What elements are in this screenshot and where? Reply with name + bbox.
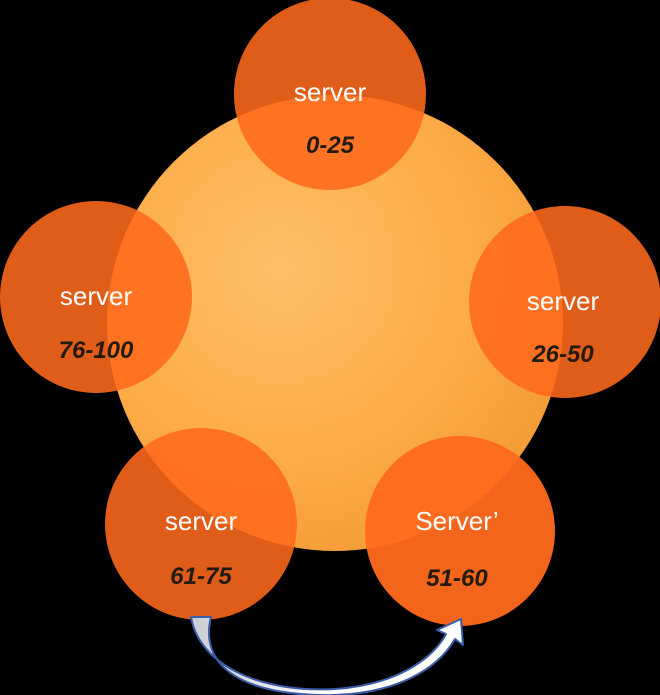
server-range: 61-75 xyxy=(170,563,232,590)
server-circle xyxy=(365,436,555,626)
server-circle xyxy=(105,428,297,620)
server-label: server xyxy=(527,286,600,316)
server-node-61-75: server 61-75 xyxy=(105,428,297,620)
server-node-76-100: server 76-100 xyxy=(0,201,192,393)
curved-arrow-icon xyxy=(190,616,464,695)
server-node-51-60: Server’ 51-60 xyxy=(365,436,555,626)
server-range: 51-60 xyxy=(426,565,488,592)
server-node-0-25: server 0-25 xyxy=(234,0,426,190)
server-label: server xyxy=(165,506,238,536)
server-range: 76-100 xyxy=(59,337,134,364)
server-label: server xyxy=(60,281,133,311)
server-label: server xyxy=(294,77,367,107)
server-node-26-50: server 26-50 xyxy=(469,206,660,398)
server-circle xyxy=(0,201,192,393)
server-label: Server’ xyxy=(415,506,498,536)
server-circle xyxy=(234,0,426,190)
arrow-body xyxy=(190,616,464,695)
server-range: 26-50 xyxy=(531,341,594,368)
server-range: 0-25 xyxy=(306,132,355,159)
server-circle xyxy=(469,206,660,398)
